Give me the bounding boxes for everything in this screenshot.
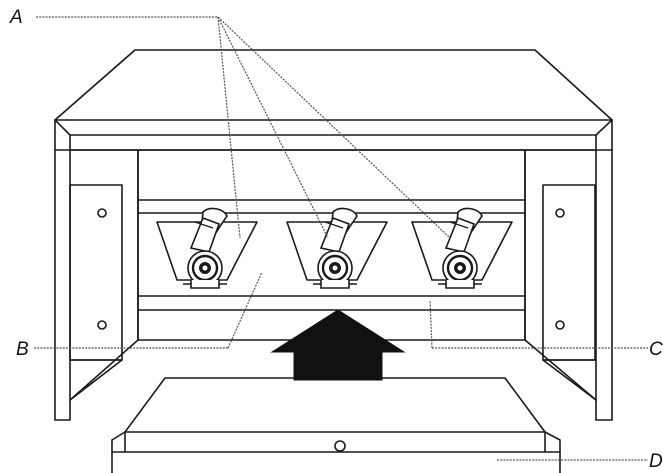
leader-b-diag bbox=[227, 271, 263, 349]
housing-top bbox=[54, 49, 613, 121]
up-arrow-icon bbox=[270, 309, 406, 381]
leader-c-up bbox=[429, 299, 433, 349]
right-side-wall bbox=[595, 149, 613, 421]
label-b: B bbox=[16, 339, 29, 360]
mounting-hole-icon bbox=[555, 320, 565, 330]
mounting-hole-icon bbox=[97, 208, 107, 218]
left-bracket bbox=[69, 184, 123, 361]
leader-a-2 bbox=[217, 16, 329, 239]
left-side-wall bbox=[54, 149, 71, 421]
clamp-fixture-icon bbox=[410, 207, 514, 290]
mounting-hole-icon bbox=[555, 208, 565, 218]
label-c: C bbox=[649, 339, 663, 360]
right-bracket bbox=[542, 184, 596, 361]
tray-top bbox=[124, 377, 546, 433]
leader-a-1 bbox=[217, 16, 241, 239]
clamp-fixture-icon bbox=[285, 207, 389, 290]
tray-hole-icon bbox=[334, 440, 346, 452]
clamp-fixture-icon bbox=[155, 207, 259, 290]
mounting-hole-icon bbox=[97, 320, 107, 330]
label-a: A bbox=[10, 7, 23, 28]
leader-a-3 bbox=[217, 16, 451, 239]
label-d: D bbox=[649, 451, 663, 472]
